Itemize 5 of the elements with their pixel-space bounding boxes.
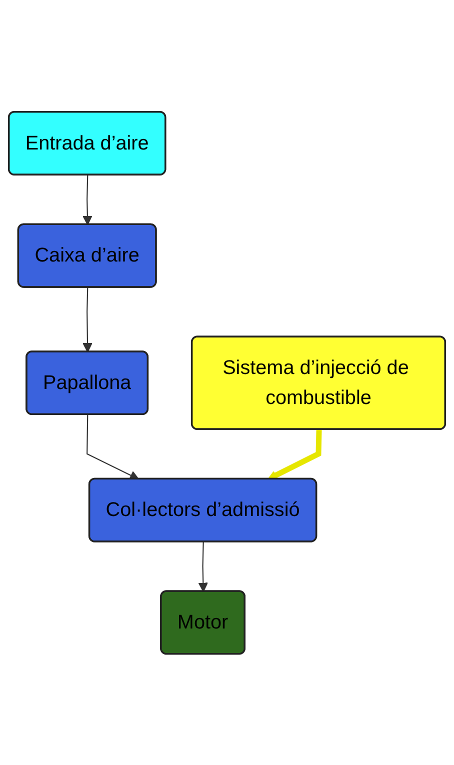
arrow	[198, 542, 208, 592]
arrow	[86, 414, 140, 480]
arrow	[82, 174, 92, 225]
arrow	[268, 429, 322, 480]
arrow	[82, 287, 92, 352]
